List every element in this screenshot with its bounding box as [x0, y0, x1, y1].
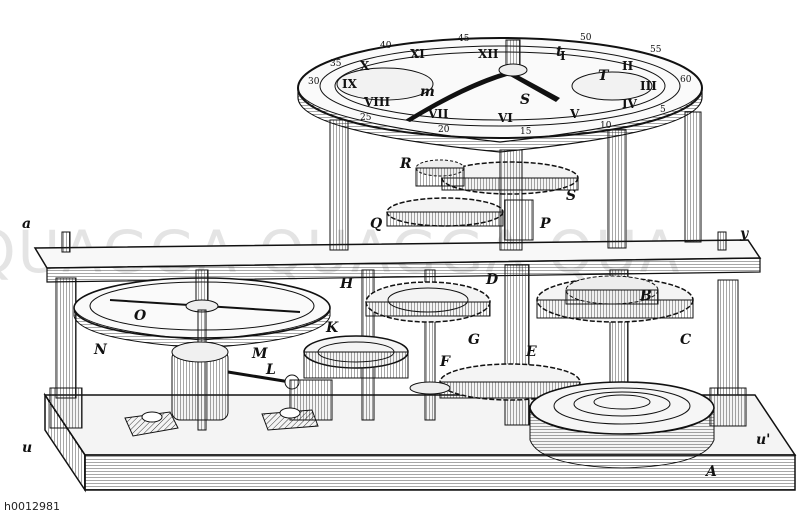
label-N: N — [93, 342, 108, 358]
roman-numeral: III — [640, 79, 657, 93]
label-O: O — [134, 308, 147, 324]
label-B: B — [639, 288, 652, 304]
dial-posts — [329, 111, 702, 251]
dial-minute-numbers: 30 35 40 45 50 55 60 5 10 15 20 25 — [308, 33, 692, 137]
upper-gear-train — [386, 149, 579, 251]
base-blocks — [124, 407, 319, 437]
dial-number: 40 — [380, 41, 392, 51]
label-K: K — [325, 320, 339, 336]
label-H: H — [339, 276, 354, 292]
label-C: C — [680, 332, 691, 348]
label-S-lower: S — [566, 188, 576, 204]
label-S: S — [520, 92, 530, 108]
dial-number: 5 — [660, 105, 666, 115]
balance-wheel-N — [73, 269, 331, 431]
label-u-prime: u' — [756, 432, 770, 448]
label-G: G — [468, 332, 480, 348]
roman-numeral: X — [360, 59, 370, 73]
roman-numeral: IX — [342, 77, 358, 91]
label-Q: Q — [370, 216, 382, 232]
roman-numeral: I — [560, 49, 566, 63]
roman-numeral: V — [569, 107, 580, 121]
gear-G — [365, 281, 491, 323]
dial-number: 30 — [308, 77, 320, 87]
label-F: F — [439, 354, 451, 370]
label-T: T — [598, 68, 610, 84]
label-A: A — [704, 464, 717, 480]
gear-E — [409, 363, 581, 401]
dial-number: 15 — [520, 127, 532, 137]
label-y: y — [739, 226, 749, 242]
dial-number: 55 — [650, 45, 662, 55]
roman-numeral: XII — [478, 47, 499, 61]
dial-number: 35 — [330, 59, 342, 69]
dial-plate — [297, 37, 703, 153]
label-E: E — [525, 344, 537, 360]
label-P: P — [539, 216, 551, 232]
roman-numeral: II — [622, 59, 634, 73]
dial-number: 20 — [438, 125, 450, 135]
dial-number: 50 — [580, 33, 592, 43]
roman-numeral: VII — [427, 107, 449, 121]
dial-number: 60 — [680, 75, 692, 85]
label-u: u — [22, 440, 32, 456]
dial-roman-numerals: XII I II III IV V VI VII VIII IX X XI — [342, 47, 657, 125]
label-t: t — [556, 44, 563, 60]
clock-hands — [405, 39, 560, 122]
label-M: M — [251, 346, 268, 362]
label-L: L — [265, 362, 276, 378]
label-a: a — [22, 216, 31, 232]
roman-numeral: VIII — [363, 95, 391, 109]
escape-wheel-K — [303, 335, 409, 379]
pallet-M-L — [171, 341, 333, 421]
roman-numeral: XI — [410, 47, 425, 61]
gears-B-C — [536, 275, 694, 323]
spring-barrel-A — [529, 381, 715, 469]
dial-number: 45 — [458, 34, 470, 44]
dial-number: 10 — [600, 121, 612, 131]
label-D: D — [485, 272, 499, 288]
roman-numeral: IV — [622, 97, 638, 111]
frame-pillars — [49, 277, 747, 429]
roman-numeral: VI — [497, 111, 513, 125]
label-R: R — [399, 156, 412, 172]
dial-number: 25 — [360, 113, 372, 123]
image-id-caption: h0012981 — [4, 500, 60, 513]
part-labels: a y u u' m S T t R Q P S H D B C O N M L… — [22, 44, 770, 480]
label-m: m — [420, 84, 435, 100]
